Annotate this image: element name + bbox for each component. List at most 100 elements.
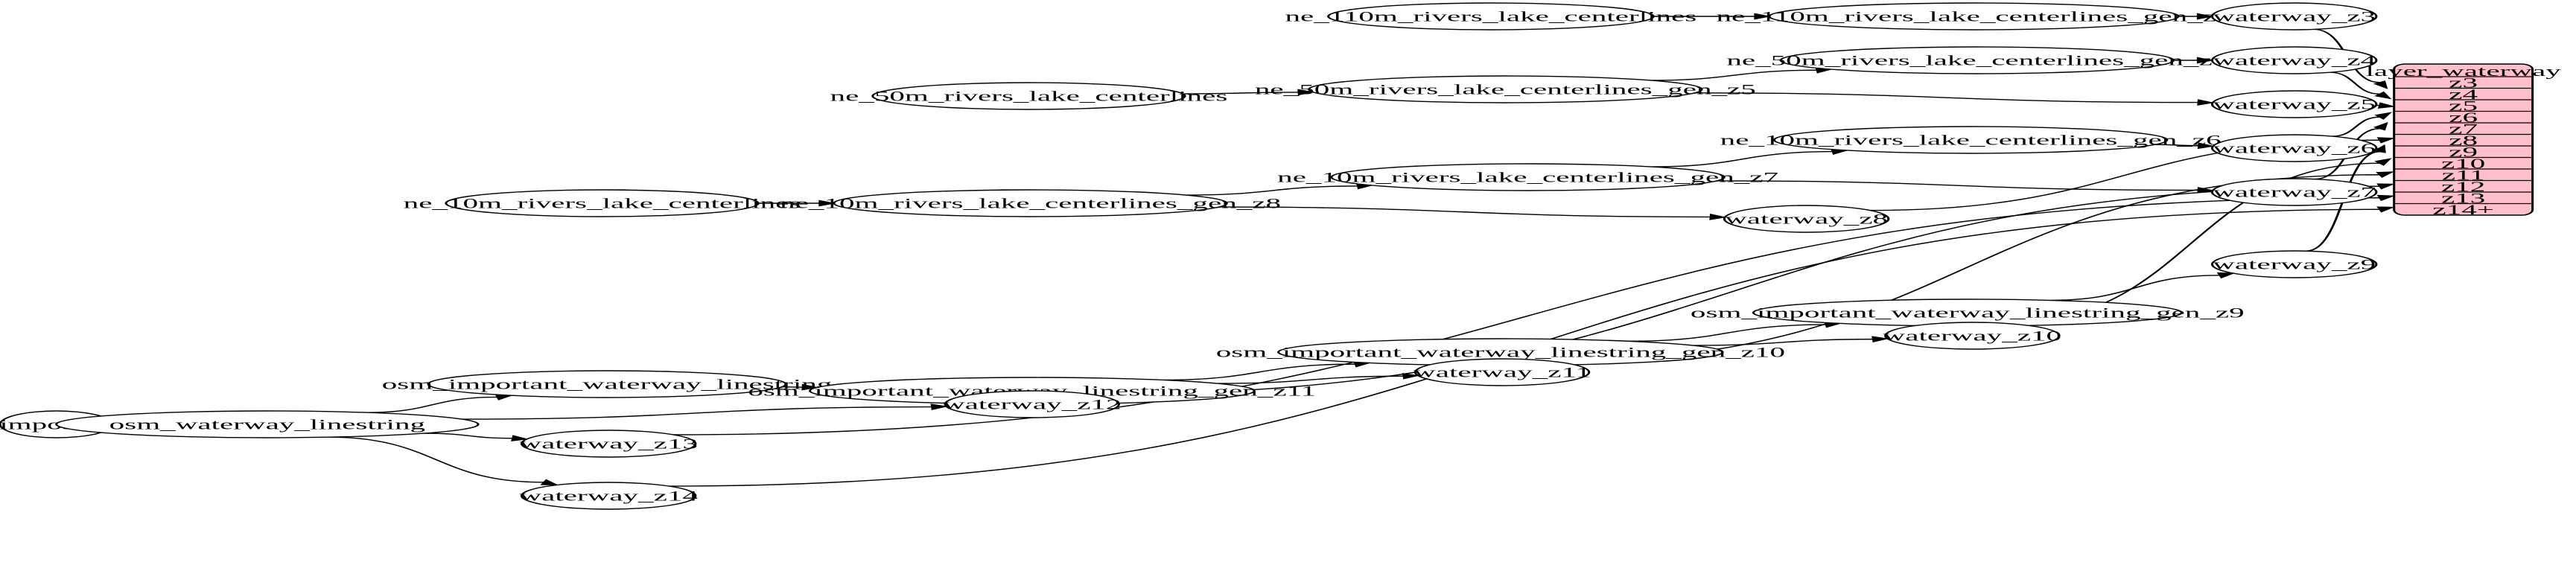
edge-arrowhead bbox=[801, 383, 820, 391]
edge-arrowhead bbox=[2376, 171, 2395, 178]
record-row-z13[interactable]: z13 bbox=[2441, 190, 2485, 205]
edge-arrowhead bbox=[2377, 102, 2397, 109]
node-ne_50m_rivers_lake_centerlines_gen_z5[interactable]: ne_50m_rivers_lake_centerlines_gen_z5 bbox=[1255, 75, 1756, 103]
edge-arrowhead bbox=[930, 403, 949, 410]
record-node-box bbox=[2393, 63, 2534, 216]
node-label: osm_waterway_linestring bbox=[109, 416, 425, 432]
node-label: osm_important_waterway_linestring bbox=[382, 376, 833, 392]
record-title: layer_waterway bbox=[2366, 63, 2561, 79]
edge-arrowhead bbox=[2374, 91, 2392, 100]
record-row-z10[interactable]: z10 bbox=[2441, 156, 2485, 171]
record-row-z3[interactable]: z3 bbox=[2449, 74, 2478, 90]
node-shape bbox=[1330, 163, 1726, 191]
node-label: ne_110m_rivers_lake_centerlines bbox=[1285, 8, 1697, 24]
node-waterway_z4[interactable]: waterway_z4 bbox=[2210, 46, 2378, 74]
node-label: waterway_z10 bbox=[1883, 328, 2061, 343]
node-waterway_z5[interactable]: waterway_z5 bbox=[2210, 90, 2378, 118]
node-waterway_z11[interactable]: waterway_z11 bbox=[1413, 358, 1591, 386]
node-ne_10m_rivers_lake_centerlines_gen_z6[interactable]: ne_10m_rivers_lake_centerlines_gen_z6 bbox=[1720, 126, 2222, 154]
node-osm_important_waterway_linestring[interactable]: osm_important_waterway_linestring bbox=[382, 370, 833, 398]
record-row-z12[interactable]: z12 bbox=[2441, 179, 2485, 194]
edge-ne_10m_rivers_lake_centerlines_gen_z8-to-waterway_z8 bbox=[1218, 206, 1711, 218]
record-row-z8[interactable]: z8 bbox=[2449, 133, 2478, 148]
node-shape bbox=[2210, 90, 2378, 118]
node-shape bbox=[871, 82, 1186, 110]
node-label: ne_50m_rivers_lake_centerlines_gen_z4 bbox=[1726, 52, 2227, 68]
node-label: ne_10m_rivers_lake_centerlines_gen_z8 bbox=[780, 195, 1281, 211]
edge-ne_10m_rivers_lake_centerlines_gen_z7-to-waterway_z7 bbox=[1717, 180, 2198, 191]
edge-waterway_z6-to-layer_waterway-z6 bbox=[2332, 116, 2380, 137]
node-waterway_z13[interactable]: waterway_z13 bbox=[519, 430, 698, 458]
node-shape bbox=[2210, 178, 2378, 206]
node-shape bbox=[55, 410, 480, 438]
node-osm_waterway_linestring[interactable]: osm_waterway_linestring bbox=[55, 410, 480, 438]
node-label: waterway_z9 bbox=[2213, 256, 2376, 272]
node-label: ne_110m_rivers_lake_centerlines_gen_z3 bbox=[1717, 8, 2232, 24]
node-label: ne_50m_rivers_lake_centerlines bbox=[830, 88, 1228, 103]
node-ne_10m_rivers_lake_centerlines_gen_z8[interactable]: ne_10m_rivers_lake_centerlines_gen_z8 bbox=[780, 189, 1281, 217]
edge-osm_important_waterway_linestring_gen_z11-to-osm_important_waterway_linestring_gen_z10 bbox=[1163, 363, 1355, 381]
edge-arrowhead bbox=[2376, 183, 2396, 190]
node-label: ne_50m_rivers_lake_centerlines_gen_z5 bbox=[1255, 81, 1756, 97]
edge-osm_important_waterway_linestring_gen_z11-to-waterway_z11 bbox=[1218, 375, 1404, 384]
node-shape bbox=[2210, 46, 2378, 74]
edge-ne_10m_rivers_lake_centerlines_gen_z6-to-waterway_z6 bbox=[2154, 144, 2199, 147]
node-label: waterway_z7 bbox=[2213, 184, 2376, 200]
node-label: waterway_z5 bbox=[2213, 96, 2376, 112]
record-row-z14plus[interactable]: z14+ bbox=[2432, 202, 2493, 217]
node-shape bbox=[2210, 250, 2378, 278]
node-waterway_z10[interactable]: waterway_z10 bbox=[1883, 322, 2061, 350]
node-label: osm_important_waterway_linestring_gen_z9 bbox=[1691, 304, 2245, 320]
node-label: waterway_z13 bbox=[519, 435, 697, 451]
edge-arrowhead bbox=[2197, 99, 2216, 106]
record-row-z9[interactable]: z9 bbox=[2449, 144, 2478, 159]
edge-arrowhead bbox=[1297, 89, 1315, 96]
edge-ne_50m_rivers_lake_centerlines_gen_z5-to-waterway_z5 bbox=[1694, 92, 2198, 103]
node-shape bbox=[2210, 2, 2378, 31]
record-row-z4[interactable]: z4 bbox=[2449, 86, 2478, 102]
node-label: waterway_z11 bbox=[1413, 364, 1591, 380]
node-shape bbox=[944, 390, 1121, 418]
node-waterway_z3[interactable]: waterway_z3 bbox=[2210, 2, 2378, 31]
node-shape bbox=[445, 189, 760, 217]
node-ne_10m_rivers_lake_centerlines_gen_z7[interactable]: ne_10m_rivers_lake_centerlines_gen_z7 bbox=[1277, 163, 1778, 191]
nodes-layer: imposm3osm_waterway_linestringosm_import… bbox=[0, 2, 2378, 510]
node-ne_50m_rivers_lake_centerlines[interactable]: ne_50m_rivers_lake_centerlines bbox=[830, 82, 1228, 110]
node-label: waterway_z8 bbox=[1725, 211, 1888, 226]
node-label: ne_10m_rivers_lake_centerlines_gen_z6 bbox=[1720, 132, 2222, 147]
node-waterway_z6[interactable]: waterway_z6 bbox=[2210, 134, 2378, 162]
edge-arrowhead bbox=[2376, 194, 2396, 202]
edge-arrowhead bbox=[2197, 142, 2216, 150]
node-ne_110m_rivers_lake_centerlines_gen_z3[interactable]: ne_110m_rivers_lake_centerlines_gen_z3 bbox=[1717, 2, 2232, 31]
node-waterway_z8[interactable]: waterway_z8 bbox=[1723, 205, 1890, 233]
node-label: osm_important_waterway_linestring_gen_z1… bbox=[1216, 344, 1785, 360]
node-waterway_z14[interactable]: waterway_z14 bbox=[519, 482, 698, 510]
edge-arrowhead bbox=[1871, 336, 1890, 342]
node-shape bbox=[1308, 75, 1703, 103]
edge-arrowhead bbox=[540, 479, 559, 486]
node-osm_important_waterway_linestring_gen_z10[interactable]: osm_important_waterway_linestring_gen_z1… bbox=[1216, 338, 1785, 366]
edge-waterway_z13-to-layer_waterway-z13 bbox=[673, 197, 2380, 435]
edge-ne_50m_rivers_lake_centerlines_gen_z5-to-ne_50m_rivers_lake_centerlines_gen_z4 bbox=[1651, 69, 1817, 81]
edge-arrowhead bbox=[2374, 112, 2393, 120]
node-waterway_z9[interactable]: waterway_z9 bbox=[2210, 250, 2378, 278]
edge-osm_important_waterway_linestring_gen_z9-to-waterway_z9 bbox=[2050, 275, 2220, 301]
node-waterway_z7[interactable]: waterway_z7 bbox=[2210, 178, 2378, 206]
node-waterway_z12[interactable]: waterway_z12 bbox=[943, 390, 1122, 418]
node-ne_50m_rivers_lake_centerlines_gen_z4[interactable]: ne_50m_rivers_lake_centerlines_gen_z4 bbox=[1726, 46, 2227, 74]
record-row-z6[interactable]: z6 bbox=[2449, 109, 2478, 125]
record-node-layer-waterway[interactable]: layer_waterwayz3z4z5z6z7z8z9z10z11z12z13… bbox=[2366, 63, 2561, 217]
record-row-z7[interactable]: z7 bbox=[2449, 121, 2478, 136]
record-row-z11[interactable]: z11 bbox=[2442, 167, 2485, 182]
node-shape bbox=[1327, 2, 1655, 31]
edge-arrowhead bbox=[2196, 13, 2215, 20]
node-ne_110m_rivers_lake_centerlines[interactable]: ne_110m_rivers_lake_centerlines bbox=[1285, 2, 1697, 31]
edge-arrowhead bbox=[818, 200, 836, 207]
node-ne_10m_rivers_lake_centerlines[interactable]: ne_10m_rivers_lake_centerlines bbox=[404, 189, 801, 217]
edge-arrowhead bbox=[2373, 144, 2386, 153]
edges-layer bbox=[39, 13, 2397, 487]
edge-arrowhead bbox=[2376, 137, 2396, 144]
record-row-z5[interactable]: z5 bbox=[2449, 98, 2478, 113]
node-shape bbox=[1723, 205, 1890, 233]
